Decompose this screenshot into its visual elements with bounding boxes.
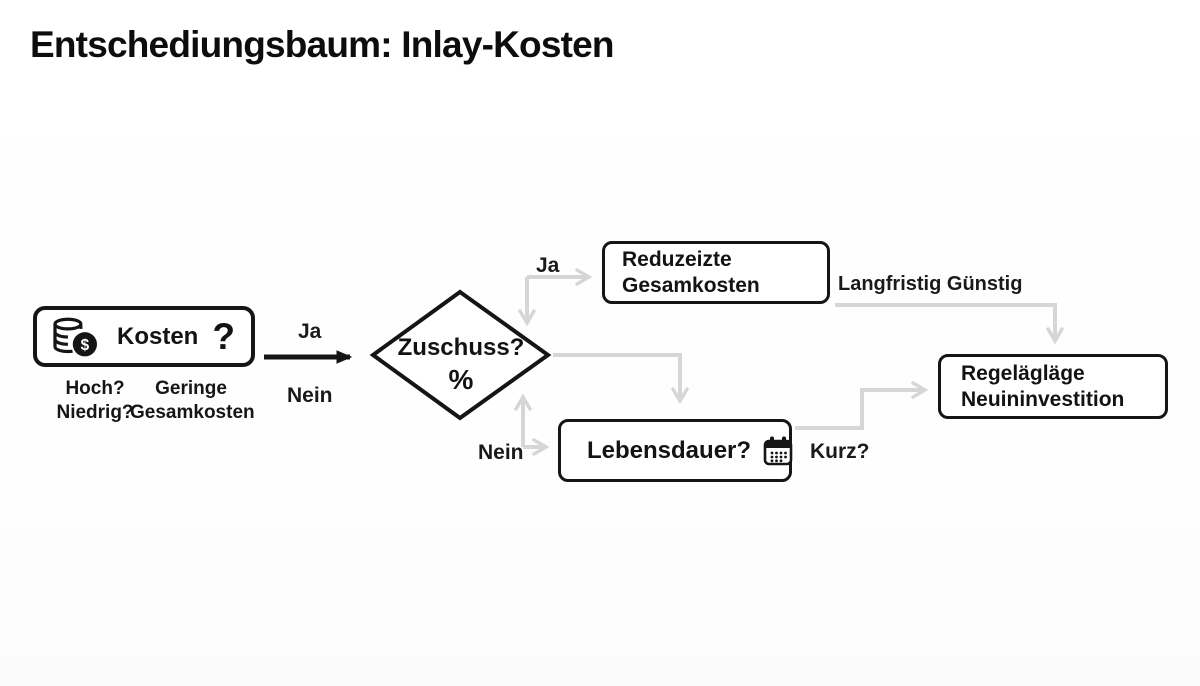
node-regelaglage: Regelägläge Neuininvestition — [938, 354, 1168, 419]
regelaglage-line2: Neuininvestition — [961, 387, 1125, 411]
reduzeizte-line1: Reduzeizte — [622, 247, 732, 271]
kosten-question-mark: ? — [212, 316, 235, 357]
zuschuss-diamond — [369, 289, 552, 421]
reduzeizte-line2: Gesamkosten — [622, 273, 760, 297]
kosten-sub-label-left: Hoch? Niedrig? — [45, 377, 145, 425]
node-lebensdauer: Lebensdauer? — [558, 419, 794, 482]
kosten-sub-gesamkosten: Gesamkosten — [130, 401, 255, 423]
edge-diamond-to-lebensdauer-top — [553, 353, 680, 400]
node-reduzeizte: Reduzeizte Gesamkosten — [602, 241, 830, 304]
node-kosten: $ Kosten ? — [33, 306, 255, 367]
page-title: Entschediungsbaum: Inlay-Kosten — [30, 24, 615, 65]
zuschuss-line2: % — [448, 364, 474, 395]
lebensdauer-label: Lebensdauer? — [587, 436, 752, 464]
kosten-label: Kosten — [117, 322, 199, 350]
kosten-sub-geringe: Geringe — [155, 378, 227, 399]
regelaglage-line1: Regelägläge — [961, 361, 1085, 385]
calendar-icon — [762, 435, 794, 467]
edge-label-ja-top: Ja — [536, 254, 560, 277]
kosten-sub-niedrig: Niedrig? — [56, 401, 134, 423]
edge-label-langfristig: Langfristig Günstig — [838, 273, 1023, 295]
zuschuss-line1: Zuschuss? — [397, 334, 525, 361]
node-zuschuss-text: Zuschuss? % — [373, 334, 549, 396]
edge-label-ja-main: Ja — [298, 320, 322, 343]
svg-text:$: $ — [81, 336, 90, 353]
edge-label-nein-main: Nein — [287, 384, 333, 407]
edge-kurz-to-regelaglage — [795, 390, 924, 430]
coins-dollar-icon: $ — [50, 316, 102, 358]
kosten-sub-label-right: Geringe Gesamkosten — [130, 377, 255, 425]
edge-label-nein-bottom: Nein — [478, 441, 524, 464]
edge-langfristig-to-regelaglage — [835, 303, 1055, 340]
edge-label-kurz: Kurz? — [810, 440, 870, 463]
kosten-sub-hoch: Hoch? — [65, 378, 125, 399]
